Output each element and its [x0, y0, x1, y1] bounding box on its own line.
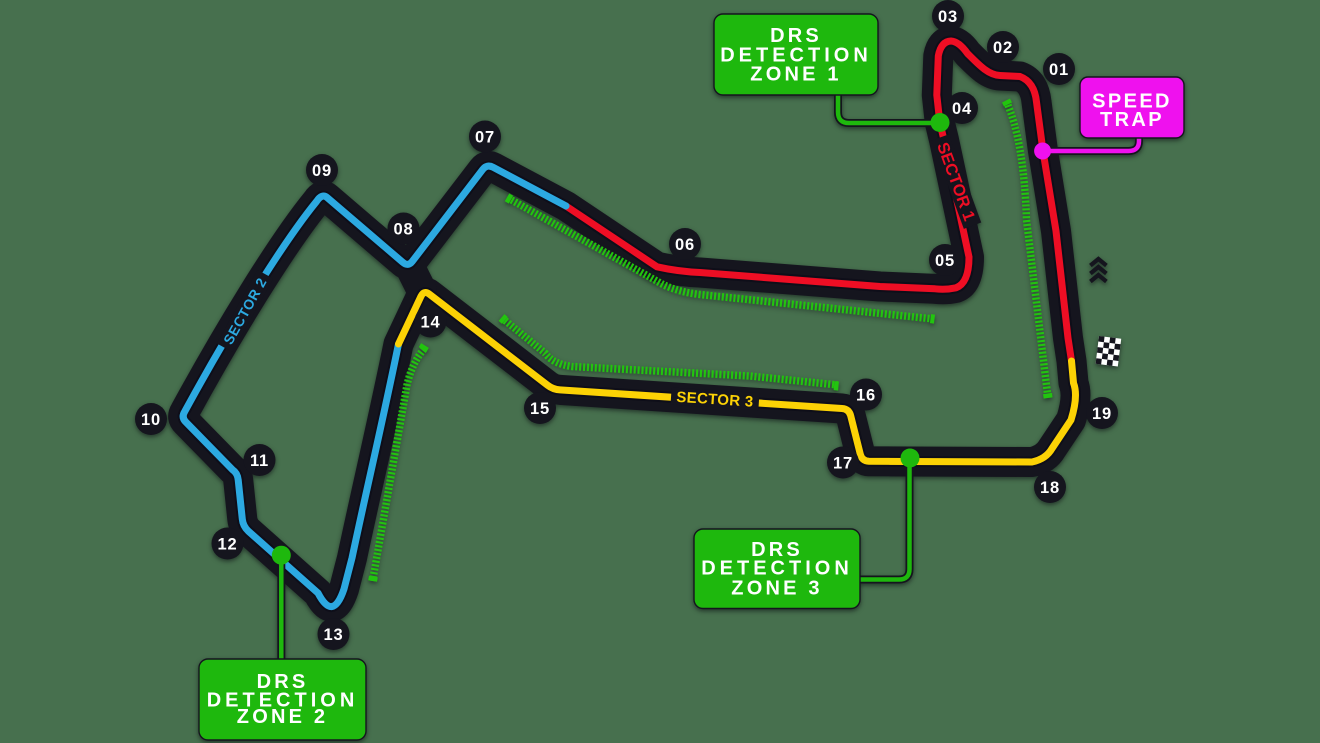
svg-text:08: 08 — [394, 220, 414, 238]
svg-text:04: 04 — [952, 100, 972, 118]
svg-text:15: 15 — [530, 400, 550, 418]
svg-text:10: 10 — [141, 411, 161, 429]
svg-text:01: 01 — [1049, 61, 1069, 79]
svg-text:TRAP: TRAP — [1100, 109, 1164, 131]
svg-text:DETECTION: DETECTION — [701, 558, 853, 580]
svg-text:05: 05 — [935, 252, 955, 270]
svg-text:18: 18 — [1040, 479, 1060, 497]
svg-text:11: 11 — [250, 452, 269, 470]
svg-text:13: 13 — [324, 626, 344, 644]
svg-text:ZONE 1: ZONE 1 — [750, 64, 841, 86]
svg-text:17: 17 — [833, 454, 853, 472]
svg-text:DETECTION: DETECTION — [207, 689, 359, 711]
svg-text:07: 07 — [475, 128, 495, 146]
svg-text:06: 06 — [675, 236, 695, 254]
svg-text:DRS: DRS — [770, 25, 822, 47]
svg-text:ZONE 3: ZONE 3 — [731, 577, 822, 599]
svg-text:ZONE 2: ZONE 2 — [237, 706, 328, 728]
svg-text:DRS: DRS — [257, 671, 309, 693]
svg-text:DRS: DRS — [751, 539, 803, 561]
svg-text:19: 19 — [1092, 405, 1112, 423]
svg-text:DETECTION: DETECTION — [720, 44, 872, 66]
svg-text:SPEED: SPEED — [1092, 91, 1172, 113]
svg-text:16: 16 — [856, 386, 876, 404]
svg-text:03: 03 — [938, 8, 958, 26]
svg-text:12: 12 — [218, 535, 238, 553]
svg-text:14: 14 — [421, 313, 441, 331]
svg-text:02: 02 — [993, 39, 1013, 57]
svg-text:09: 09 — [312, 162, 332, 180]
